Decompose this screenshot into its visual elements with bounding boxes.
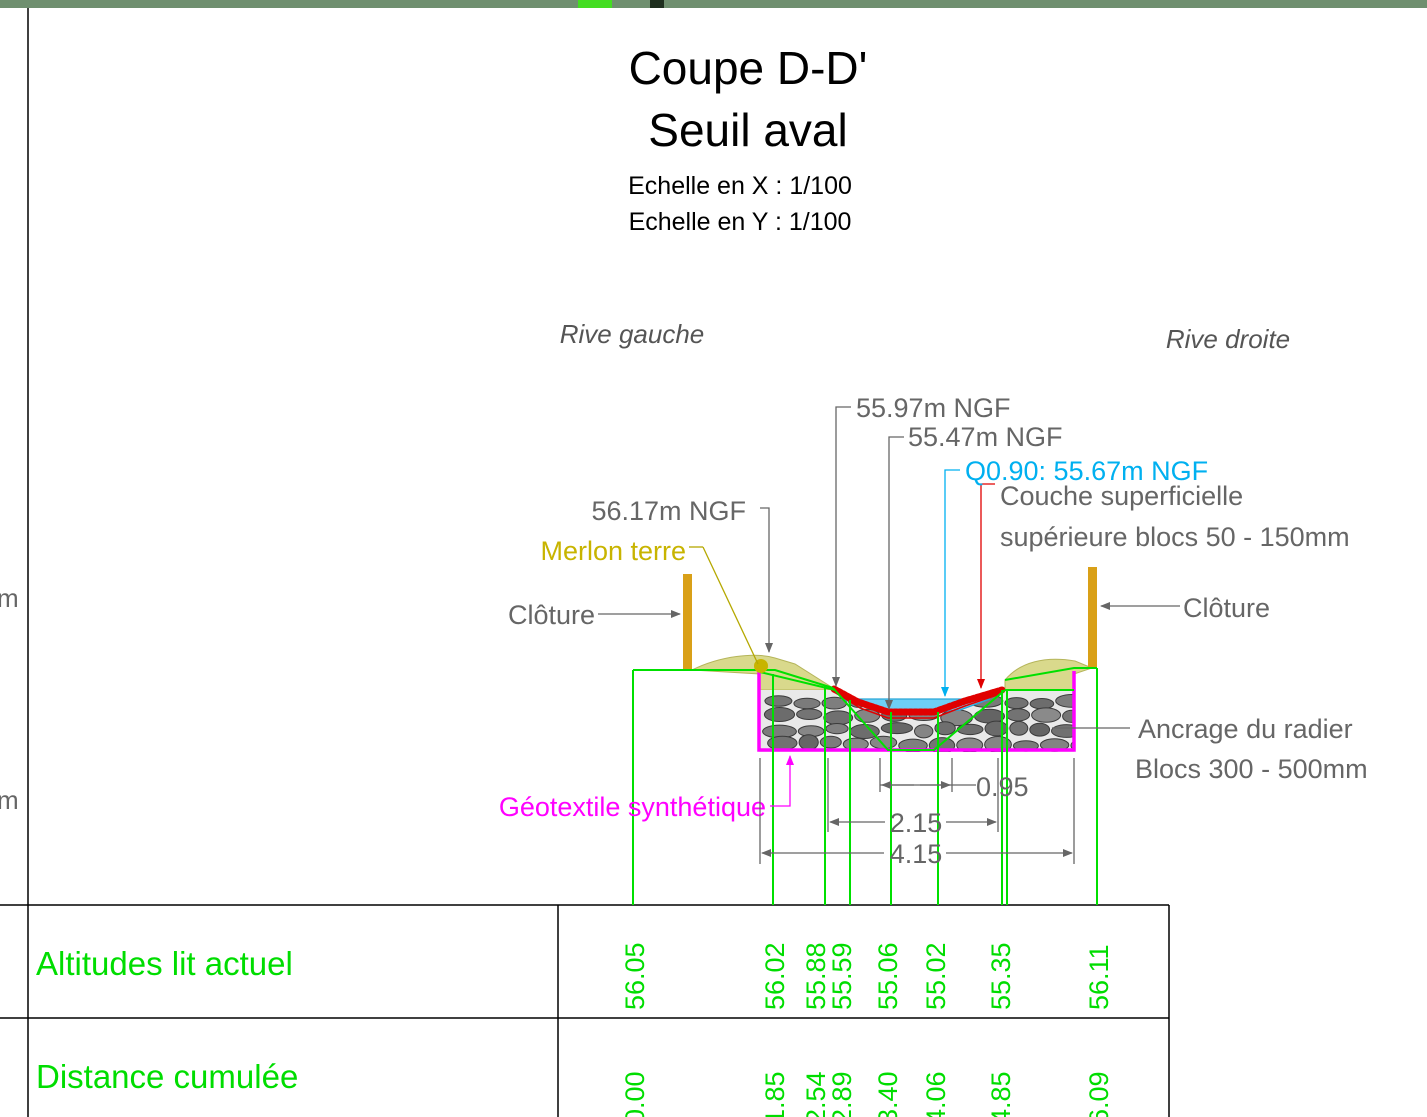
bank-level-label: 56.17m NGF xyxy=(591,496,746,526)
dimension-0-95: 0.95 xyxy=(976,772,1029,802)
merlon-label: Merlon terre xyxy=(540,536,686,566)
riprap-stone xyxy=(763,707,796,722)
surface-layer-label-1: Couche superficielle xyxy=(1000,481,1243,511)
altitude-value: 55.06 xyxy=(873,942,903,1010)
riprap-stone xyxy=(1004,697,1029,710)
distance-value: 6.09 xyxy=(1084,1071,1114,1117)
fence-left-post xyxy=(683,574,692,670)
altitude-value: 56.02 xyxy=(760,942,790,1010)
drawing-title: Coupe D-D' xyxy=(629,42,868,94)
drawing-subtitle: Seuil aval xyxy=(648,104,847,156)
distance-row-label: Distance cumulée xyxy=(36,1058,298,1095)
riprap-stone xyxy=(825,723,849,735)
riprap-stone xyxy=(798,734,819,751)
edge-fragment-2: m xyxy=(0,785,19,815)
altitudes-row-label: Altitudes lit actuel xyxy=(36,945,293,982)
riprap-stone xyxy=(1070,738,1074,752)
left-bank-label: Rive gauche xyxy=(560,319,705,349)
distance-value: 2.89 xyxy=(827,1071,857,1117)
riprap-stone xyxy=(1029,722,1051,737)
elevation-leaders xyxy=(598,406,1180,807)
fence-right-label: Clôture xyxy=(1183,593,1270,623)
riprap-stone xyxy=(934,721,956,736)
altitude-value: 56.05 xyxy=(620,942,650,1010)
riprap-stone xyxy=(914,724,934,739)
bottom-level-label: 55.47m NGF xyxy=(908,422,1063,452)
geotextile-label: Géotextile synthétique xyxy=(499,792,766,822)
distance-value: 0.00 xyxy=(620,1071,650,1117)
riprap-stone xyxy=(1029,698,1055,710)
riprap-blocks xyxy=(759,690,1074,752)
riprap-stone xyxy=(1055,694,1074,708)
surface-layer-lower-edge xyxy=(835,692,1001,719)
distance-values: 0.00 1.85 2.542.89 3.40 4.06 4.85 6.09 xyxy=(620,1071,1114,1117)
riprap-stone xyxy=(880,722,914,735)
scale-y-label: Echelle en Y : 1/100 xyxy=(629,208,852,236)
riprap-stone xyxy=(1005,708,1031,722)
right-bank-label: Rive droite xyxy=(1166,324,1290,354)
fence-right-post xyxy=(1088,567,1097,667)
dimension-4-15: 4.15 xyxy=(890,839,943,869)
edge-fragment-1: m xyxy=(0,583,19,613)
altitude-value: 56.11 xyxy=(1084,944,1114,1010)
riprap-stone xyxy=(764,695,793,707)
riprap-stone xyxy=(823,710,854,726)
distance-value: 4.85 xyxy=(986,1071,1016,1117)
dimension-lines xyxy=(759,758,1075,864)
altitude-value: 55.02 xyxy=(921,942,951,1010)
riprap-stone xyxy=(793,697,821,710)
riprap-stone xyxy=(796,708,823,721)
riprap-stone xyxy=(1031,707,1062,723)
anchor-label-1: Ancrage du radier xyxy=(1138,714,1353,744)
distance-value: 2.54 xyxy=(801,1071,831,1117)
distance-value: 1.85 xyxy=(760,1071,790,1117)
dimension-2-15: 2.15 xyxy=(890,808,943,838)
riprap-stone xyxy=(869,735,898,750)
distance-value: 4.06 xyxy=(921,1071,951,1117)
riprap-stone xyxy=(1062,709,1074,723)
water-level-label: Q0.90: 55.67m NGF xyxy=(965,456,1208,486)
scale-x-label: Echelle en X : 1/100 xyxy=(628,172,852,200)
riprap-stone xyxy=(984,720,1009,737)
riprap-stone xyxy=(1009,720,1029,736)
top-level-label: 55.97m NGF xyxy=(856,393,1011,423)
fence-left-label: Clôture xyxy=(508,600,595,630)
surface-layer-label-2: supérieure blocs 50 - 150mm xyxy=(1000,522,1350,552)
existing-ground-line xyxy=(632,667,1098,905)
riprap-stone xyxy=(956,723,984,736)
riprap-stone xyxy=(819,735,842,749)
distance-value: 3.40 xyxy=(873,1071,903,1117)
riprap-stone xyxy=(1051,724,1074,738)
surface-layer-blocks xyxy=(830,685,1006,716)
altitude-value: 55.88 xyxy=(801,942,831,1010)
altitude-value: 55.59 xyxy=(827,942,857,1010)
anchor-label-2: Blocs 300 - 500mm xyxy=(1135,754,1368,784)
altitude-value: 55.35 xyxy=(986,942,1016,1010)
merlon-right xyxy=(1004,658,1094,691)
